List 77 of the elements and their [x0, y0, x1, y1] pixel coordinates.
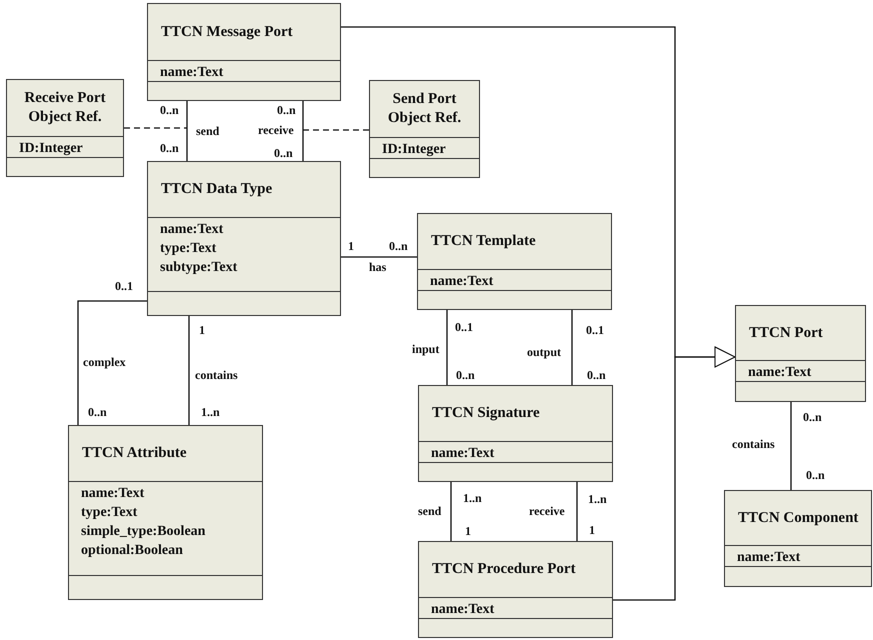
- dashed-association-line: [303, 129, 369, 131]
- class-name: TTCN Template: [431, 232, 536, 251]
- multiplicity-label: 1..n: [588, 492, 607, 506]
- class-box: [369, 80, 480, 178]
- multiplicity-label: 0..n: [803, 410, 822, 424]
- multiplicity-label: 0..n: [88, 405, 107, 419]
- association-line: [341, 256, 417, 258]
- class-box: [418, 385, 613, 482]
- association-line: [186, 101, 188, 161]
- multiplicity-label: 1: [199, 323, 205, 337]
- multiplicity-label: 1: [589, 523, 595, 537]
- class-name: TTCN Message Port: [161, 22, 293, 42]
- multiplicity-label: 0..1: [455, 320, 473, 334]
- multiplicity-label: 0..n: [160, 103, 179, 117]
- edge-label: input: [411, 342, 440, 356]
- class-box: [724, 490, 872, 587]
- edge-label: send: [417, 504, 442, 518]
- attribute-text: name:Text: [431, 601, 494, 619]
- class-name: TTCN Data Type: [161, 180, 272, 199]
- class-box: [735, 305, 866, 402]
- association-line: [576, 482, 578, 541]
- edge-label: receive: [257, 123, 295, 137]
- class-box: [147, 161, 341, 316]
- class-name: TTCN Attribute: [82, 444, 187, 463]
- attribute-text: simple_type:Boolean: [81, 523, 206, 541]
- attribute-text: ID:Integer: [19, 140, 83, 158]
- attribute-text: name:Text: [160, 64, 224, 82]
- association-line: [571, 310, 573, 385]
- attribute-text: type:Text: [160, 240, 216, 258]
- multiplicity-label: 1: [465, 524, 471, 538]
- multiplicity-label: 0..n: [456, 368, 475, 382]
- association-line: [790, 402, 792, 490]
- dashed-association-line: [124, 127, 187, 129]
- class-box: [147, 3, 341, 101]
- attribute-text: name:Text: [160, 221, 224, 239]
- attribute-text: name:Text: [748, 364, 812, 382]
- multiplicity-label: 0..n: [587, 368, 606, 382]
- edge-label: complex: [82, 355, 127, 369]
- multiplicity-label: 0..1: [115, 279, 133, 293]
- class-box: [68, 425, 263, 600]
- multiplicity-label: 0..n: [806, 468, 825, 482]
- class-name: TTCN Signature: [432, 404, 540, 423]
- attribute-text: name:Text: [737, 549, 800, 567]
- attribute-text: ID:Integer: [382, 141, 446, 159]
- class-box: [418, 541, 613, 638]
- attribute-text: name:Text: [430, 273, 494, 291]
- class-name: TTCN Procedure Port: [432, 560, 576, 579]
- attribute-text: type:Text: [81, 504, 138, 522]
- association-line: [188, 316, 190, 425]
- class-box: [417, 213, 612, 310]
- multiplicity-label: 0..1: [586, 323, 604, 337]
- association-line: [450, 482, 452, 541]
- generalization-arrow: [613, 346, 736, 601]
- class-box: [6, 79, 124, 177]
- multiplicity-label: 0..n: [160, 141, 179, 155]
- attribute-text: name:Text: [431, 445, 494, 463]
- class-name: Send Port Object Ref.: [386, 90, 462, 128]
- class-name: Receive Port Object Ref.: [23, 89, 107, 127]
- multiplicity-label: 0..n: [389, 239, 408, 253]
- edge-label: send: [195, 124, 220, 138]
- association-line: [77, 300, 147, 425]
- class-name: TTCN Port: [749, 324, 823, 342]
- multiplicity-label: 1: [348, 239, 354, 253]
- edge-label: receive: [528, 504, 566, 518]
- edge-label: contains: [194, 368, 239, 382]
- attribute-text: name:Text: [81, 485, 144, 503]
- multiplicity-label: 1..n: [463, 491, 482, 505]
- multiplicity-label: 0..n: [274, 146, 293, 160]
- edge-label: has: [368, 260, 388, 274]
- attribute-text: subtype:Text: [160, 259, 238, 277]
- multiplicity-label: 1..n: [201, 405, 220, 419]
- association-line: [302, 101, 304, 161]
- association-line: [446, 310, 448, 385]
- multiplicity-label: 0..n: [277, 103, 296, 117]
- edge-label: contains: [731, 437, 776, 451]
- attribute-text: optional:Boolean: [81, 542, 183, 560]
- class-name: TTCN Component: [738, 508, 858, 528]
